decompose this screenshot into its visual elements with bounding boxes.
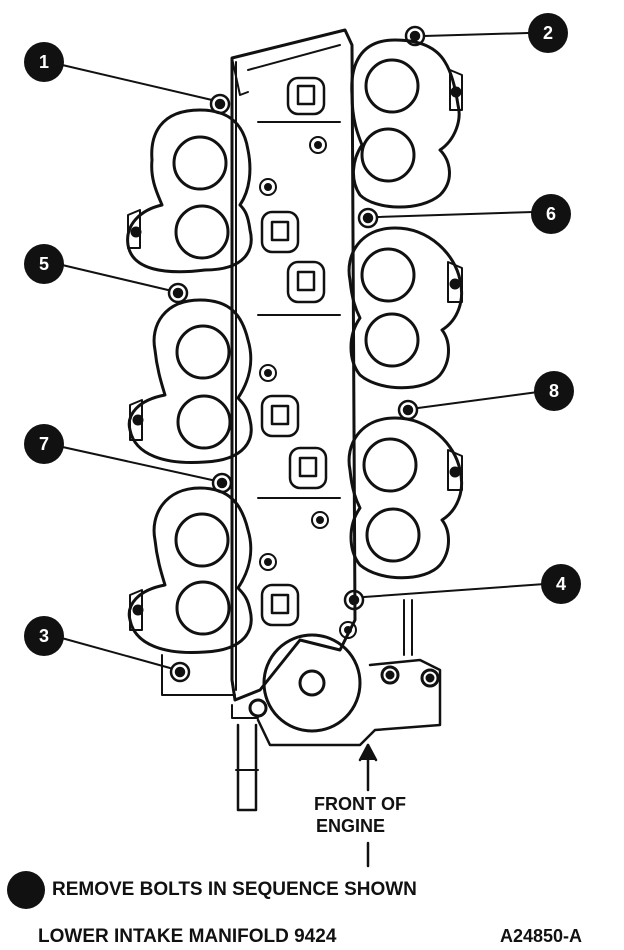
right-runner-lower xyxy=(347,416,464,580)
legend-text: REMOVE BOLTS IN SEQUENCE SHOWN xyxy=(52,879,417,900)
callout-7-number: 7 xyxy=(39,434,49,454)
callout-8: 8 xyxy=(534,371,574,411)
callout-6-number: 6 xyxy=(546,204,556,224)
plenum-studs xyxy=(259,136,357,639)
left-runner-lower xyxy=(127,486,253,696)
figure-id: A24850-A xyxy=(500,926,583,946)
callout-2-number: 2 xyxy=(543,23,553,43)
callout-3-number: 3 xyxy=(39,626,49,646)
callout-markers: 1 2 3 4 5 6 7 8 xyxy=(24,13,581,656)
callout-6: 6 xyxy=(531,194,571,234)
callout-4-number: 4 xyxy=(556,574,566,594)
callout-1: 1 xyxy=(24,42,64,82)
callout-2: 2 xyxy=(528,13,568,53)
left-runner-middle xyxy=(127,298,253,465)
right-runner-middle xyxy=(347,226,464,390)
left-runner-upper xyxy=(126,108,253,274)
footer-title: LOWER INTAKE MANIFOLD 9424 xyxy=(38,926,337,947)
bolt-holes xyxy=(167,25,426,683)
lower-tube xyxy=(235,723,259,812)
callout-3: 3 xyxy=(24,616,64,656)
front-arrow xyxy=(358,743,378,868)
front-of-engine-label-line2: ENGINE xyxy=(316,816,386,836)
callout-7: 7 xyxy=(24,424,64,464)
front-of-engine-label-line1: FRONT OF xyxy=(314,794,406,814)
callout-4: 4 xyxy=(541,564,581,604)
plenum-body xyxy=(230,28,357,702)
leader-lines xyxy=(57,32,546,669)
callout-1-number: 1 xyxy=(39,52,49,72)
right-runner-upper xyxy=(350,38,463,209)
injector-bosses xyxy=(260,76,328,627)
front-housing xyxy=(231,599,442,747)
callout-5: 5 xyxy=(24,244,64,284)
callout-5-number: 5 xyxy=(39,254,49,274)
legend-marker-icon xyxy=(7,871,45,909)
callout-8-number: 8 xyxy=(549,381,559,401)
